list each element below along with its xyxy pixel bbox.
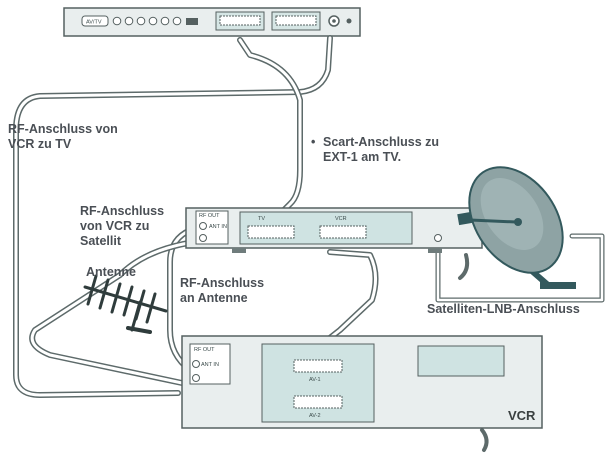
sat-scart-vcr (319, 225, 367, 239)
label-lnb: Satelliten-LNB-Anschluss (427, 302, 580, 316)
sat-rf-out-label: RF OUT (199, 213, 220, 219)
vcr-display (417, 345, 505, 377)
cables (13, 35, 605, 452)
sat-rf-out-jack (199, 222, 207, 230)
vcr-rf-out-label: RF OUT (194, 347, 215, 353)
satellite-dish (457, 166, 576, 289)
label-scart-1: Scart-Anschluss zu (323, 135, 439, 149)
label-rf-antenne-2: an Antenne (180, 291, 248, 305)
label-antenne: Antenne (86, 265, 136, 279)
sat-lnb-jack (434, 234, 442, 242)
vcr-ant-in-label: ANT IN (201, 362, 219, 368)
tv-av-label: AV/TV (86, 20, 102, 26)
satellite-receiver: RF OUT ANT IN TV VCR (185, 207, 483, 253)
label-rf-antenne-1: RF-Anschluss (180, 276, 264, 290)
vcr-ant-in-jack (192, 374, 200, 382)
label-scart-2: EXT-1 am TV. (323, 150, 401, 164)
vcr-av2-label: AV-2 (309, 413, 321, 419)
cable-scart-tv (237, 37, 303, 217)
vcr-av1-label: AV-1 (309, 377, 321, 383)
antenna (83, 274, 168, 334)
sat-scart-tv (247, 225, 295, 239)
vcr-device: RF OUT ANT IN AV-1 AV-2 VCR (181, 335, 543, 429)
sat-ant-in-jack (199, 234, 207, 242)
tv-buttons (112, 16, 182, 26)
sat-tv-label: TV (258, 216, 265, 222)
vcr-scart-av1 (293, 359, 343, 373)
annotation-labels: RF-Anschluss von VCR zu TV • Scart-Ansch… (8, 122, 580, 316)
vcr-scart-av2 (293, 395, 343, 409)
label-rf-vcr-tv-2: VCR zu TV (8, 137, 72, 151)
label-rf-vcr-sat-2: von VCR zu (80, 219, 149, 233)
label-rf-vcr-sat-1: RF-Anschluss (80, 204, 164, 218)
vcr-label: VCR (508, 408, 536, 423)
label-rf-vcr-tv-1: RF-Anschluss von (8, 122, 118, 136)
label-rf-vcr-sat-3: Satellit (80, 234, 122, 248)
tv-device: AV/TV (63, 7, 361, 37)
label-bullet: • (311, 135, 315, 149)
vcr-rf-out-jack (192, 360, 200, 368)
sat-vcr-label: VCR (335, 216, 347, 222)
sat-ant-in-label: ANT IN (209, 224, 227, 230)
